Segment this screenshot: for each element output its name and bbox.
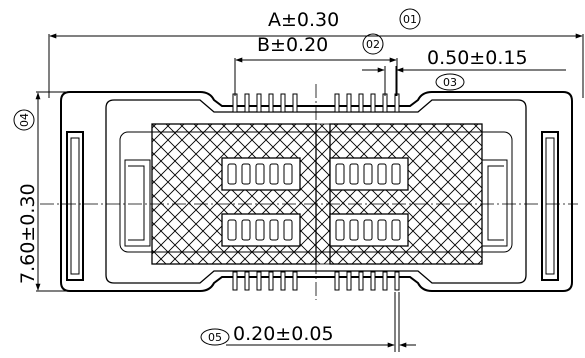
dimension-height-ref: 04 (18, 113, 31, 127)
hatched-regions (151, 123, 483, 265)
contacts (227, 163, 401, 241)
dimension-a-ref: 01 (403, 13, 417, 26)
center-lines (40, 84, 578, 300)
dimension-height: 7.60±0.30 04 (13, 91, 66, 292)
dimension-b-ref: 02 (366, 38, 380, 51)
dimension-pin-width: 05 0.20±0.05 (200, 292, 416, 352)
dimension-b: B±0.20 02 (234, 33, 398, 96)
pins-top (232, 93, 400, 113)
dimension-pitch-ref: 03 (443, 76, 457, 89)
dimension-pitch: 0.50±0.15 03 (362, 47, 566, 96)
dimension-a-label: A±0.30 (268, 9, 339, 31)
dimension-pitch-label: 0.50±0.15 (427, 47, 528, 69)
pins-bottom (232, 271, 400, 291)
dimension-b-label: B±0.20 (257, 34, 328, 56)
dimension-pin-width-label: 0.20±0.05 (233, 323, 334, 345)
dimension-height-label: 7.60±0.30 (17, 183, 39, 284)
dimension-pin-width-ref: 05 (208, 331, 222, 344)
dimension-a: A±0.30 01 (48, 8, 584, 98)
side-latches (66, 131, 559, 281)
